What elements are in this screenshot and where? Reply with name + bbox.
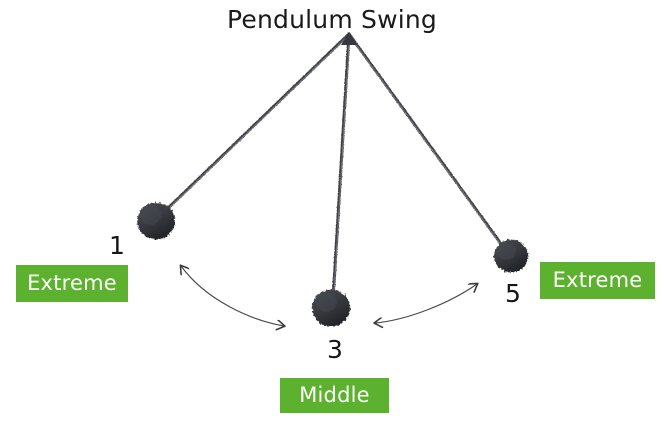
position-label-1: 1 [109,231,125,260]
badge-extreme-right: Extreme [540,262,655,299]
string-middle [331,32,351,302]
right-swing-arrow [375,284,477,323]
left-bob [137,202,175,240]
pendulum-strings [161,32,506,302]
page-title: Pendulum Swing [227,5,437,34]
position-label-5: 5 [505,279,521,308]
swing-direction-arrows [181,266,477,326]
string-left-highlight [162,34,350,215]
pendulum-bobs [137,202,528,327]
badge-extreme-left: Extreme [16,265,128,302]
string-right [347,32,506,250]
pivot-point [341,32,357,45]
left-swing-arrow [181,266,284,326]
string-left [161,32,351,215]
position-label-3: 3 [327,335,343,364]
middle-bob [312,289,350,327]
string-right-highlight [348,34,505,250]
string-middle-highlight [333,34,351,301]
right-bob [494,239,528,273]
badge-middle: Middle [280,378,389,413]
